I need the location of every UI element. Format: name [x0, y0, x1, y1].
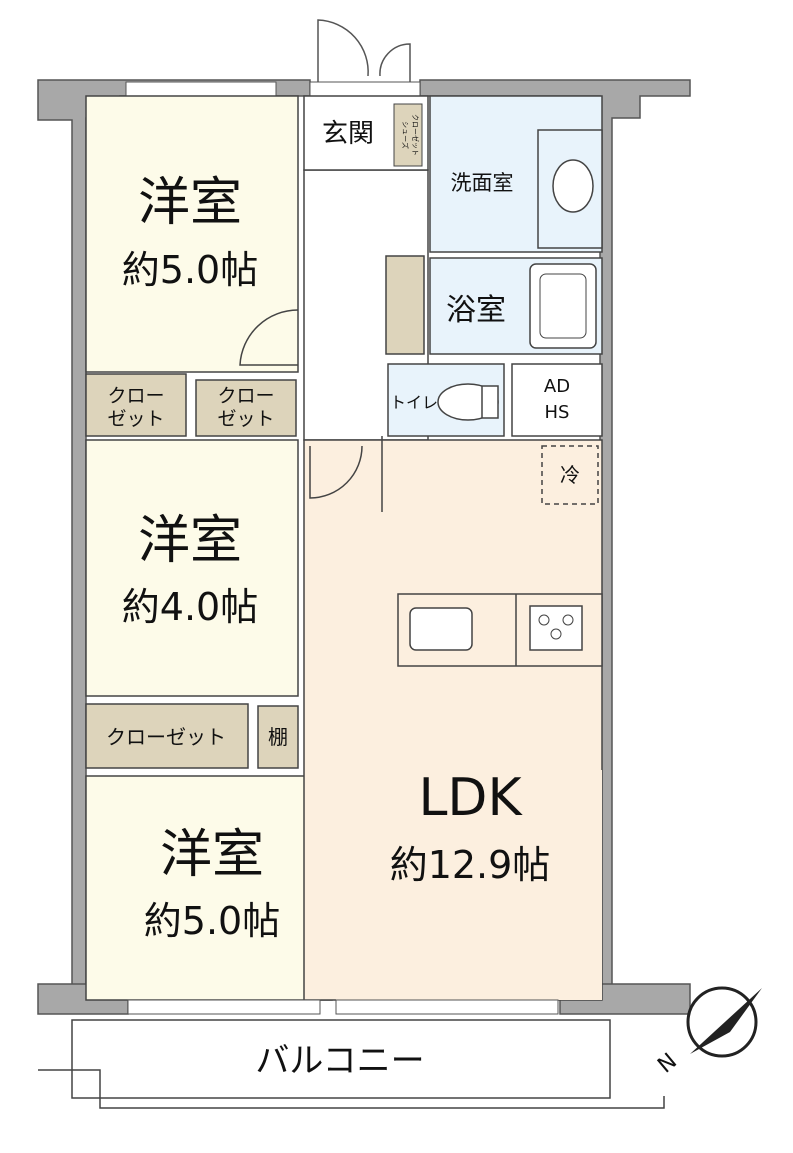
balcony-label: バルコニー	[255, 1041, 424, 1081]
balcony-area	[71, 1019, 611, 1099]
compass-needle-icon	[690, 988, 762, 1054]
closet-c	[85, 703, 249, 769]
closet-b	[195, 379, 297, 437]
closet-c-label: クローゼット	[106, 725, 226, 749]
bedroom-south-area	[85, 775, 333, 1001]
bedroom-middle-area	[85, 439, 299, 697]
basin-icon	[552, 159, 594, 213]
adhs-line1: AD	[544, 376, 570, 397]
ldk-lower-extension	[336, 770, 602, 1000]
bedroom-middle-name: 洋室	[138, 511, 242, 571]
bedroom-north-size: 約5.0帖	[122, 248, 258, 292]
ldk-name: LDK	[418, 768, 523, 828]
bathtub-inner	[539, 273, 587, 339]
top-windows	[125, 81, 421, 97]
bottom-windows	[127, 999, 559, 1015]
burner-icon-center	[550, 628, 562, 640]
front-door	[317, 19, 411, 82]
entrance-label: 玄関	[322, 119, 374, 149]
bedroom-south-size: 約5.0帖	[144, 899, 280, 943]
closet-b-line2: ゼット	[217, 408, 274, 430]
ldk-door-swing	[309, 445, 363, 499]
burner-icon-left	[538, 614, 550, 626]
shelf	[257, 705, 299, 769]
fridge-label: 冷	[560, 463, 580, 487]
bedroom-middle-size: 約4.0帖	[122, 585, 258, 629]
toilet-tank-icon	[481, 385, 499, 419]
closet-a-line2: ゼット	[107, 408, 164, 430]
toilet-label: トイレ	[390, 393, 438, 412]
washroom-label: 洗面室	[451, 171, 514, 195]
shoe-closet-line1: シューズ	[401, 121, 410, 149]
bedroom-north-door-swing	[239, 309, 299, 366]
closet-a	[85, 373, 187, 437]
adhs-area	[511, 363, 603, 437]
shelf-label: 棚	[268, 725, 288, 749]
bathroom-label: 浴室	[446, 293, 506, 328]
sink-icon	[409, 607, 473, 651]
closet-a-line1: クロー	[107, 385, 164, 407]
compass-ring	[686, 986, 758, 1058]
shoe-closet-line2: クローゼット	[411, 114, 420, 156]
closet-b-line1: クロー	[217, 385, 274, 407]
compass-north-label: N	[653, 1049, 682, 1079]
shoe-closet	[393, 103, 423, 167]
fridge-space	[541, 445, 599, 505]
corridor-storage	[385, 255, 425, 355]
balcony-rail	[38, 1069, 665, 1109]
bedroom-south-name: 洋室	[160, 825, 264, 885]
bedroom-north-area	[85, 95, 299, 373]
bedroom-north-name: 洋室	[138, 173, 242, 233]
adhs-line2: HS	[545, 402, 570, 423]
north-compass: N	[653, 986, 762, 1079]
burner-icon-right	[562, 614, 574, 626]
ldk-size: 約12.9帖	[390, 843, 551, 887]
stove-icon	[529, 605, 583, 651]
